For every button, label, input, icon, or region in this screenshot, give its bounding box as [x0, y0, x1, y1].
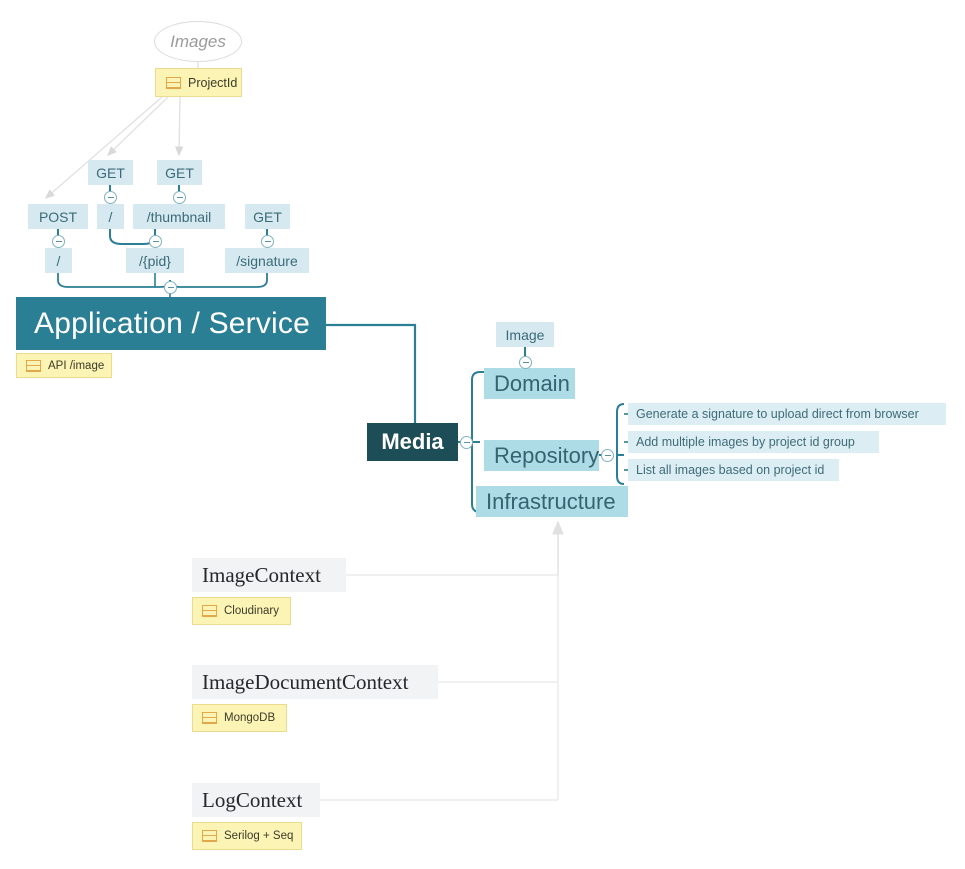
- application-service-label: Application / Service: [34, 306, 311, 340]
- feature-generate-signature[interactable]: Generate a signature to upload direct fr…: [628, 403, 946, 425]
- table-icon: [202, 830, 217, 842]
- api-image-label: API /image: [48, 359, 105, 372]
- media-label: Media: [381, 429, 444, 454]
- project-id-node[interactable]: ProjectId: [155, 68, 242, 97]
- context-log[interactable]: LogContext: [192, 783, 320, 817]
- feature-list-images[interactable]: List all images based on project id: [628, 459, 839, 481]
- root-label: Images: [170, 31, 226, 51]
- collapse-toggle-media[interactable]: [460, 436, 473, 449]
- method-label: POST: [38, 208, 78, 225]
- method-get-2[interactable]: GET: [157, 160, 202, 185]
- collapse-toggle-get-1[interactable]: [104, 191, 117, 204]
- method-label: GET: [253, 208, 282, 225]
- layer-infrastructure[interactable]: Infrastructure: [476, 486, 628, 517]
- route-label: /{pid}: [139, 252, 171, 269]
- entity-image-label: Image: [505, 326, 545, 343]
- collapse-toggle-repository[interactable]: [601, 449, 614, 462]
- feature-label: List all images based on project id: [636, 463, 825, 477]
- route-label: /: [56, 252, 61, 269]
- media-node[interactable]: Media: [367, 423, 458, 461]
- list-icon: [166, 76, 181, 89]
- project-id-label: ProjectId: [188, 75, 238, 90]
- method-get-3[interactable]: GET: [245, 204, 290, 229]
- method-label: GET: [96, 164, 125, 181]
- entity-image-node[interactable]: Image: [496, 322, 554, 347]
- feature-label: Add multiple images by project id group: [636, 435, 855, 449]
- route-label: /thumbnail: [146, 208, 212, 225]
- layer-domain[interactable]: Domain: [484, 368, 575, 399]
- route-pid[interactable]: /{pid}: [126, 248, 184, 273]
- route-root-slash[interactable]: /: [97, 204, 124, 229]
- method-label: GET: [165, 164, 194, 181]
- context-label: LogContext: [202, 787, 303, 812]
- layer-label: Domain: [494, 370, 570, 396]
- method-post[interactable]: POST: [28, 204, 88, 229]
- route-thumbnail[interactable]: /thumbnail: [133, 204, 225, 229]
- table-icon: [202, 605, 217, 617]
- collapse-toggle-get-2[interactable]: [173, 191, 186, 204]
- feature-label: Generate a signature to upload direct fr…: [636, 407, 919, 421]
- context-note-label: MongoDB: [224, 712, 276, 724]
- layer-label: Infrastructure: [486, 488, 616, 514]
- route-signature[interactable]: /signature: [225, 248, 309, 273]
- collapse-toggle-get-3[interactable]: [261, 235, 274, 248]
- table-icon: [26, 359, 41, 372]
- route-label: /signature: [236, 252, 298, 269]
- context-image-document-note[interactable]: MongoDB: [192, 704, 287, 732]
- context-image-note[interactable]: Cloudinary: [192, 597, 291, 625]
- collapse-toggle-application[interactable]: [164, 281, 177, 294]
- context-note-label: Serilog + Seq: [224, 830, 294, 842]
- route-label: /: [108, 208, 113, 225]
- collapse-toggle-pid[interactable]: [149, 235, 162, 248]
- collapse-toggle-domain[interactable]: [519, 356, 532, 369]
- api-image-note[interactable]: API /image: [16, 353, 112, 378]
- feature-add-multiple-images[interactable]: Add multiple images by project id group: [628, 431, 879, 453]
- method-get-1[interactable]: GET: [88, 160, 133, 185]
- context-log-note[interactable]: Serilog + Seq: [192, 822, 302, 850]
- context-image[interactable]: ImageContext: [192, 558, 346, 592]
- context-image-document[interactable]: ImageDocumentContext: [192, 665, 438, 699]
- context-label: ImageDocumentContext: [202, 669, 409, 694]
- route-slash[interactable]: /: [45, 248, 72, 273]
- layer-label: Repository: [494, 442, 600, 468]
- layer-repository[interactable]: Repository: [484, 440, 599, 471]
- table-icon: [202, 712, 217, 724]
- collapse-toggle-post[interactable]: [52, 235, 65, 248]
- root-node-images[interactable]: Images: [154, 21, 242, 62]
- context-label: ImageContext: [202, 562, 321, 587]
- application-service-bar[interactable]: Application / Service: [16, 297, 326, 350]
- context-note-label: Cloudinary: [224, 605, 279, 617]
